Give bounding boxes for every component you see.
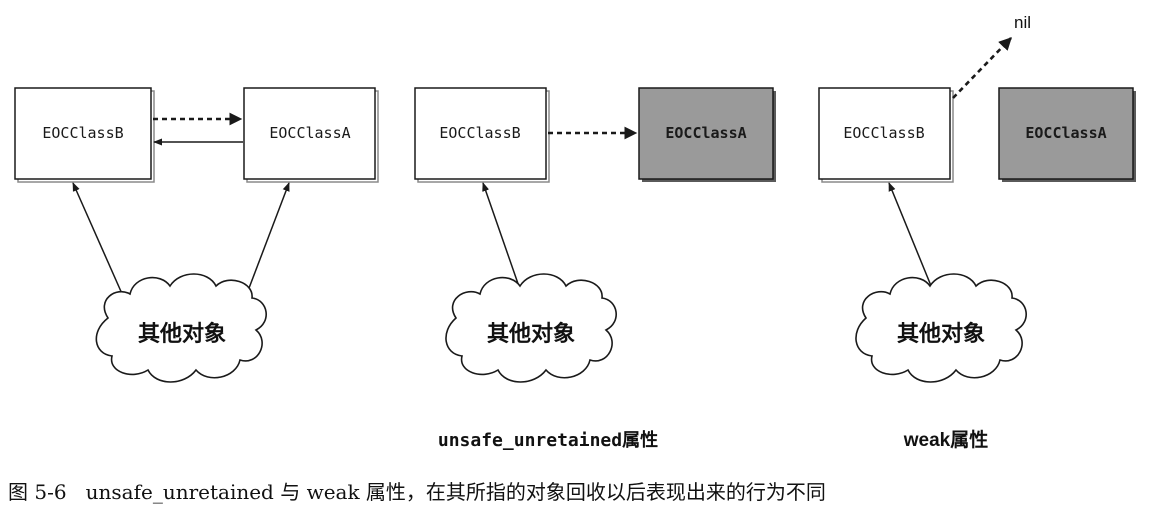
box-label: EOCClassB xyxy=(439,124,520,142)
cloud-other-objects-3: 其他对象 xyxy=(855,273,1027,383)
cloud-label: 其他对象 xyxy=(138,321,226,347)
figure-caption: 图 5-6 unsafe_unretained 与 weak 属性，在其所指的对… xyxy=(8,480,826,504)
box-eocclassa-3: EOCClassA xyxy=(998,87,1136,182)
box-eocclassb-1: EOCClassB xyxy=(14,87,155,183)
panel-mutual-reference: EOCClassB EOCClassA 其他对象 xyxy=(14,87,379,383)
cloud-other-objects-1: 其他对象 xyxy=(95,273,267,383)
arrow-cloud-to-a xyxy=(245,182,290,297)
box-eocclassa-2: EOCClassA xyxy=(638,87,776,182)
box-label: EOCClassB xyxy=(843,124,924,142)
cloud-other-objects-2: 其他对象 xyxy=(445,273,617,383)
arrow-cloud-to-b xyxy=(888,182,937,299)
panel-weak: EOCClassB EOCClassA nil 其他对象 weak属性 xyxy=(818,13,1136,451)
panel-unsafe-unretained: EOCClassB EOCClassA 其他对象 unsafe_unretain… xyxy=(414,87,776,451)
box-eocclassb-3: EOCClassB xyxy=(818,87,954,183)
box-eocclassa-1: EOCClassA xyxy=(243,87,379,183)
panel-label: weak属性 xyxy=(903,428,988,451)
arrow-to-nil xyxy=(952,37,1012,99)
nil-marker: nil xyxy=(1014,13,1031,32)
box-eocclassb-2: EOCClassB xyxy=(414,87,550,183)
box-label: EOCClassB xyxy=(42,124,123,142)
cloud-label: 其他对象 xyxy=(897,321,985,347)
arrow-cloud-to-b xyxy=(72,182,124,297)
arrow-cloud-to-b xyxy=(482,182,524,299)
box-label: EOCClassA xyxy=(1025,124,1106,142)
box-label: EOCClassA xyxy=(269,124,350,142)
box-label: EOCClassA xyxy=(665,124,746,142)
panel-label: unsafe_unretained属性 xyxy=(438,429,658,451)
cloud-label: 其他对象 xyxy=(487,321,575,347)
